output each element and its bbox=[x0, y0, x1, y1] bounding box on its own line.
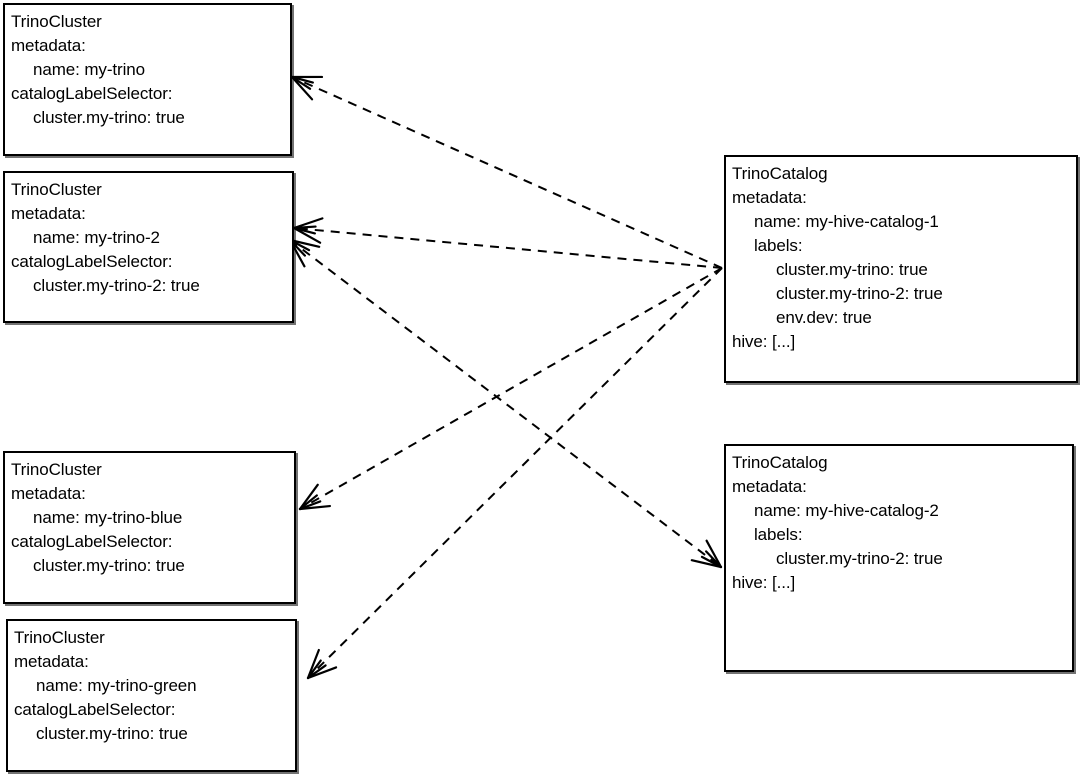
node-kind-label: TrinoCluster bbox=[11, 12, 102, 31]
node-cluster-my-trino-green[interactable]: TrinoCluster metadata: name: my-trino-gree… bbox=[6, 619, 297, 772]
node-spec-line: cluster.my-trino-2: true bbox=[33, 276, 200, 295]
node-spec-line: metadata: bbox=[732, 188, 807, 207]
node-spec-line: name: my-trino bbox=[33, 60, 145, 79]
node-spec-line: cluster.my-trino: true bbox=[33, 108, 185, 127]
edge-catalog1-to-my-trino-green[interactable] bbox=[307, 267, 723, 679]
node-body: TrinoCatalog metadata: name: my-hive-catal… bbox=[726, 446, 1072, 595]
edge-catalog1-to-my-trino-2-a[interactable] bbox=[293, 227, 723, 269]
node-spec-line: hive: [...] bbox=[732, 573, 796, 592]
node-spec-line: catalogLabelSelector: bbox=[14, 700, 176, 719]
node-spec-line: cluster.my-trino: true bbox=[776, 260, 928, 279]
node-cluster-my-trino-2[interactable]: TrinoCluster metadata: name: my-trino-2 cat… bbox=[3, 171, 294, 323]
node-spec-line: name: my-trino-2 bbox=[33, 228, 160, 247]
node-kind-label: TrinoCluster bbox=[11, 460, 102, 479]
node-spec-line: catalogLabelSelector: bbox=[11, 532, 173, 551]
edge-catalog1-to-my-trino-arrowhead bbox=[290, 75, 324, 101]
node-spec-line: metadata: bbox=[14, 652, 89, 671]
node-spec-line: metadata: bbox=[11, 484, 86, 503]
node-body: TrinoCluster metadata: name: my-trino catal… bbox=[5, 5, 290, 130]
node-spec-line: metadata: bbox=[11, 204, 86, 223]
edge-catalog1-to-my-trino-blue-arrowhead bbox=[298, 483, 331, 511]
node-body: TrinoCluster metadata: name: my-trino-gree… bbox=[8, 621, 295, 746]
edge-my-trino-2-to-catalog2[interactable] bbox=[289, 239, 722, 568]
node-spec-line: metadata: bbox=[732, 477, 807, 496]
node-spec-line: name: my-hive-catalog-2 bbox=[754, 501, 939, 520]
node-spec-line: name: my-trino-green bbox=[36, 676, 197, 695]
node-spec-line: catalogLabelSelector: bbox=[11, 252, 173, 271]
edge-catalog1-to-my-trino[interactable] bbox=[291, 76, 723, 269]
edge-catalog1-to-my-trino-blue[interactable] bbox=[299, 267, 723, 510]
node-spec-line: metadata: bbox=[11, 36, 86, 55]
node-spec-line: cluster.my-trino-2: true bbox=[776, 284, 943, 303]
node-cluster-my-trino[interactable]: TrinoCluster metadata: name: my-trino catal… bbox=[3, 3, 292, 156]
node-kind-label: TrinoCluster bbox=[11, 180, 102, 199]
edge-catalog1-to-my-trino-2-a-arrowhead bbox=[292, 217, 324, 244]
node-spec-line: labels: bbox=[754, 236, 803, 255]
node-body: TrinoCluster metadata: name: my-trino-2 cat… bbox=[5, 173, 292, 298]
node-spec-line: hive: [...] bbox=[732, 332, 796, 351]
node-kind-label: TrinoCatalog bbox=[732, 164, 828, 183]
node-spec-line: cluster.my-trino-2: true bbox=[776, 549, 943, 568]
node-kind-label: TrinoCatalog bbox=[732, 453, 828, 472]
node-spec-line: labels: bbox=[754, 525, 803, 544]
node-spec-line: name: my-trino-blue bbox=[33, 508, 183, 527]
node-spec-line: name: my-hive-catalog-1 bbox=[754, 212, 939, 231]
node-body: TrinoCluster metadata: name: my-trino-blue… bbox=[5, 453, 294, 578]
node-spec-line: env.dev: true bbox=[776, 308, 872, 327]
node-spec-line: cluster.my-trino: true bbox=[33, 556, 185, 575]
node-catalog-my-hive-catalog-1[interactable]: TrinoCatalog metadata: name: my-hive-catal… bbox=[724, 155, 1078, 383]
node-catalog-my-hive-catalog-2[interactable]: TrinoCatalog metadata: name: my-hive-catal… bbox=[724, 444, 1074, 672]
node-spec-line: cluster.my-trino: true bbox=[36, 724, 188, 743]
edge-my-trino-2-to-catalog2-arrowhead-tail bbox=[288, 238, 321, 268]
node-cluster-my-trino-blue[interactable]: TrinoCluster metadata: name: my-trino-blue… bbox=[3, 451, 296, 604]
edge-my-trino-2-to-catalog2-arrowhead bbox=[690, 539, 723, 569]
edge-catalog1-to-my-trino-green-arrowhead bbox=[306, 648, 338, 680]
node-body: TrinoCatalog metadata: name: my-hive-catal… bbox=[726, 157, 1076, 354]
node-spec-line: catalogLabelSelector: bbox=[11, 84, 173, 103]
node-kind-label: TrinoCluster bbox=[14, 628, 105, 647]
